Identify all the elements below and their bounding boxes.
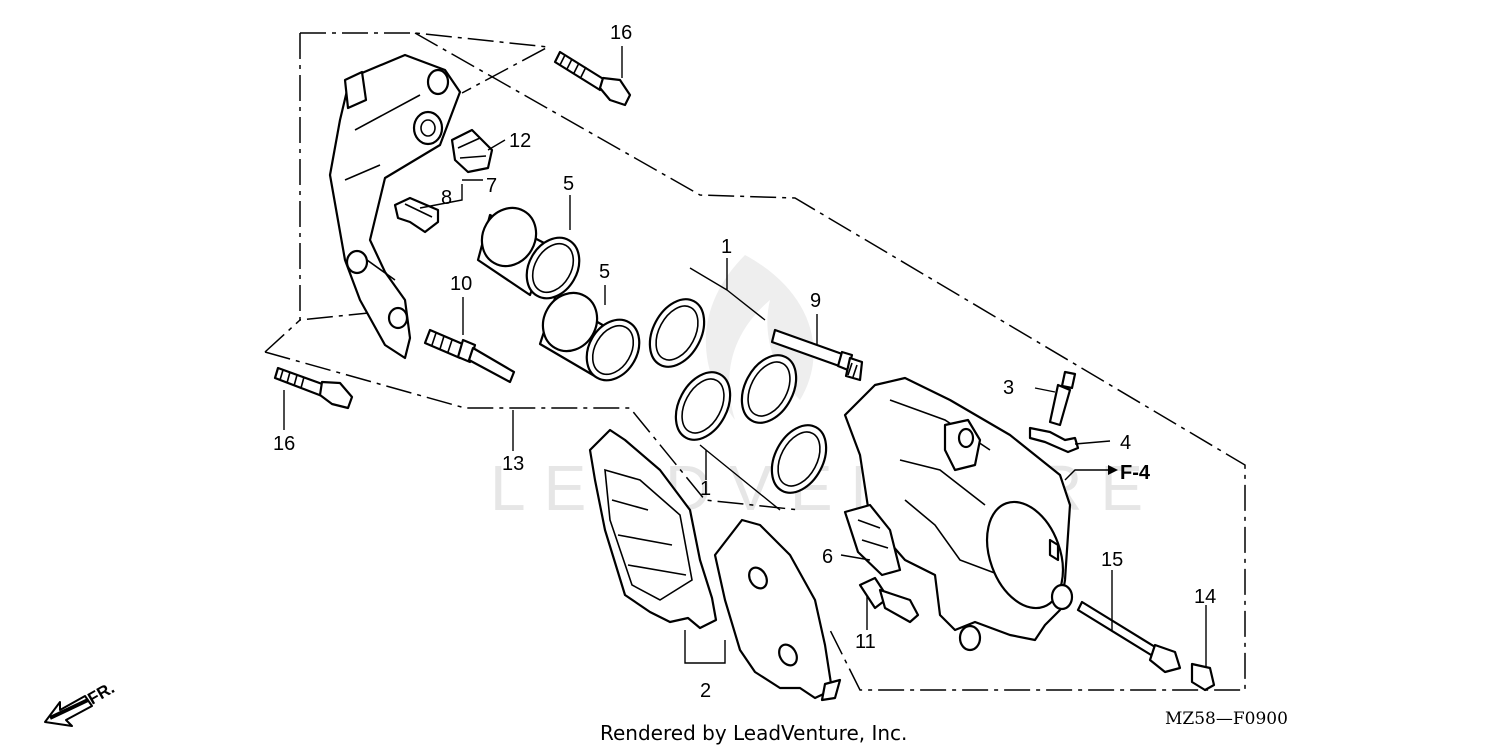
callout-13: 13 (502, 453, 524, 475)
leader-lines (283, 46, 1207, 668)
callout-8: 8 (441, 187, 452, 209)
diagram-code: MZ58—F0900 (1165, 709, 1288, 729)
front-direction-indicator: FR. (44, 678, 118, 727)
callout-1-top: 1 (721, 236, 732, 258)
callout-4: 4 (1120, 432, 1131, 454)
footer-credit: Rendered by LeadVenture, Inc. (600, 721, 907, 745)
callout-2: 2 (700, 680, 711, 702)
callout-16-top: 16 (610, 22, 632, 44)
pad-spring-clip-8 (393, 196, 440, 234)
reference-f4: F-4 (1064, 462, 1151, 484)
pad-shim-plate-6 (843, 503, 902, 577)
callout-15: 15 (1101, 549, 1123, 571)
caliper-bracket (328, 53, 462, 360)
callout-1-bottom: 1 (700, 478, 711, 500)
callout-14: 14 (1194, 586, 1216, 608)
bleeder-screw-11 (858, 576, 920, 624)
pad-pin-15 (1076, 600, 1182, 674)
callout-5-mid: 5 (599, 261, 610, 283)
callout-6: 6 (822, 546, 833, 568)
arrow-right-icon (1108, 465, 1118, 475)
callout-5-top: 5 (563, 173, 574, 195)
piston-seal-set-1 (648, 298, 828, 494)
reference-label: F-4 (1120, 462, 1151, 484)
caliper-body (843, 376, 1074, 652)
bolt-16-bottom (273, 366, 354, 410)
group-boundary (264, 32, 1246, 691)
callout-3: 3 (1003, 377, 1014, 399)
callout-10: 10 (450, 273, 472, 295)
brake-pad-2-inner (713, 518, 842, 702)
callout-7: 7 (486, 175, 497, 197)
bracket-4 (1028, 426, 1080, 454)
pin-plug-14 (1190, 662, 1216, 692)
callout-12: 12 (509, 130, 531, 152)
brake-pad-2-outer (588, 428, 718, 630)
callout-11: 11 (855, 631, 876, 653)
screw-3 (1048, 370, 1077, 427)
callout-9: 9 (810, 290, 821, 312)
bolt-16-top (553, 50, 632, 107)
piston-5-mid (538, 291, 641, 382)
pin-boot-12 (450, 128, 494, 174)
callout-16-bottom: 16 (273, 433, 295, 455)
caliper-pin-9 (770, 328, 864, 382)
piston-5-top (476, 206, 581, 300)
bracket-pin-10 (423, 328, 516, 384)
